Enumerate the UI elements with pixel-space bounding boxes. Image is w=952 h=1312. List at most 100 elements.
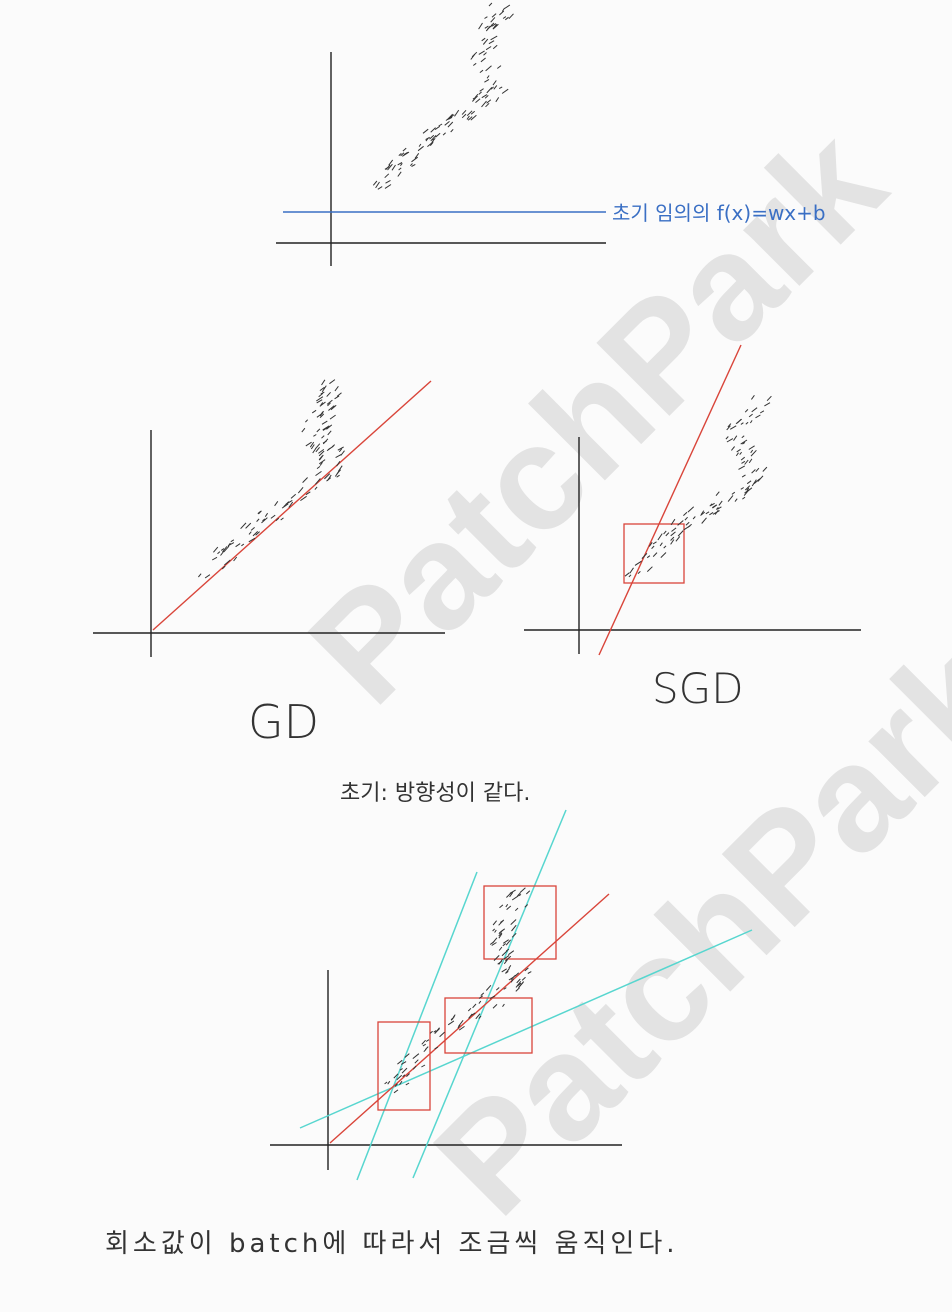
gd-data-mark bbox=[270, 514, 276, 519]
sgd-data-mark bbox=[637, 571, 641, 574]
gd-data-mark bbox=[315, 446, 320, 453]
sgd-data-mark bbox=[726, 438, 734, 443]
top-data-mark bbox=[398, 167, 402, 171]
sgd-fit-line bbox=[598, 344, 742, 656]
gd-data-mark bbox=[241, 543, 245, 547]
gd-data-mark bbox=[318, 450, 325, 457]
middle-note: 초기: 방향성이 같다. bbox=[340, 781, 530, 806]
sgd-data-mark bbox=[651, 545, 655, 550]
sgd-data-mark bbox=[683, 511, 688, 516]
bottom-data-mark bbox=[525, 890, 531, 895]
sgd-data-mark bbox=[700, 511, 706, 516]
bottom-data-mark bbox=[498, 946, 503, 951]
sgd-data-mark bbox=[745, 421, 749, 425]
bottom-batch-box-3 bbox=[483, 885, 557, 960]
gd-data-mark bbox=[230, 539, 235, 543]
top-data-mark bbox=[430, 127, 436, 133]
sgd-data-mark bbox=[750, 449, 754, 454]
gd-data-mark bbox=[221, 565, 226, 570]
sgd-data-mark bbox=[749, 420, 753, 424]
sgd-batch-box bbox=[623, 523, 685, 584]
sgd-data-mark bbox=[748, 458, 753, 464]
bottom-data-mark bbox=[518, 893, 522, 897]
top-data-mark bbox=[472, 62, 477, 66]
gd-label: GD bbox=[248, 695, 319, 749]
bottom-data-mark bbox=[499, 928, 506, 934]
top-data-mark bbox=[414, 153, 420, 159]
sgd-data-mark bbox=[741, 460, 746, 464]
bottom-data-mark bbox=[501, 950, 508, 957]
bottom-data-mark bbox=[489, 941, 495, 945]
gd-data-mark bbox=[300, 495, 307, 502]
gd-data-mark bbox=[316, 396, 324, 402]
top-data-mark bbox=[484, 78, 490, 83]
gd-data-mark bbox=[198, 573, 202, 578]
sgd-data-mark bbox=[685, 521, 690, 526]
sgd-data-mark bbox=[652, 541, 657, 545]
top-data-mark bbox=[411, 156, 418, 163]
gd-data-mark bbox=[305, 419, 309, 423]
bottom-data-mark bbox=[434, 1046, 439, 1050]
bottom-data-mark bbox=[412, 1065, 417, 1070]
top-data-mark bbox=[485, 25, 491, 32]
sgd-data-points bbox=[624, 395, 772, 578]
sgd-data-mark bbox=[744, 409, 749, 413]
gd-data-mark bbox=[336, 461, 341, 467]
top-data-mark bbox=[467, 116, 473, 121]
top-data-mark bbox=[481, 100, 487, 108]
bottom-data-mark bbox=[401, 1067, 408, 1074]
bottom-data-mark bbox=[405, 1082, 410, 1086]
sgd-data-mark bbox=[739, 451, 742, 455]
top-data-mark bbox=[447, 121, 454, 128]
top-data-mark bbox=[442, 132, 446, 136]
top-data-mark bbox=[484, 95, 489, 99]
bottom-data-mark bbox=[510, 974, 516, 981]
top-data-mark bbox=[475, 93, 479, 98]
bottom-data-mark bbox=[399, 1068, 403, 1071]
top-data-mark bbox=[384, 173, 390, 179]
bottom-data-mark bbox=[421, 1039, 426, 1045]
top-data-mark bbox=[486, 75, 490, 79]
top-data-mark bbox=[431, 138, 436, 143]
top-data-mark bbox=[496, 65, 502, 69]
gd-data-mark bbox=[288, 501, 294, 508]
sgd-data-mark bbox=[657, 533, 663, 541]
top-data-mark bbox=[479, 69, 484, 73]
sgd-data-mark bbox=[740, 487, 744, 490]
bottom-data-mark bbox=[499, 904, 504, 909]
top-data-mark bbox=[403, 151, 409, 156]
bottom-data-mark bbox=[519, 887, 526, 893]
top-data-mark bbox=[492, 44, 498, 50]
top-data-mark bbox=[490, 22, 495, 26]
top-data-mark bbox=[409, 163, 413, 167]
gd-data-mark bbox=[316, 428, 321, 433]
sgd-panel: SGD bbox=[524, 344, 861, 713]
gd-data-mark bbox=[255, 531, 260, 536]
gd-data-mark bbox=[334, 386, 339, 392]
bottom-data-mark bbox=[433, 1030, 437, 1033]
sgd-data-mark bbox=[718, 500, 723, 506]
top-data-mark bbox=[400, 162, 403, 167]
top-data-mark bbox=[429, 134, 435, 140]
bottom-data-mark bbox=[517, 892, 521, 897]
sgd-data-mark bbox=[677, 530, 684, 537]
gd-data-mark bbox=[213, 546, 219, 553]
top-data-mark bbox=[425, 136, 430, 141]
bottom-panel bbox=[270, 809, 753, 1181]
top-data-mark bbox=[508, 13, 514, 20]
gd-data-mark bbox=[318, 455, 323, 461]
bottom-data-mark bbox=[475, 1013, 481, 1020]
bottom-data-mark bbox=[478, 1000, 482, 1004]
sgd-data-mark bbox=[762, 466, 768, 472]
top-data-mark bbox=[449, 115, 454, 119]
gd-data-mark bbox=[217, 551, 221, 555]
sgd-data-mark bbox=[755, 467, 760, 473]
bottom-data-mark bbox=[518, 981, 524, 988]
watermark-text-1: PatchPark bbox=[277, 96, 915, 734]
gd-data-mark bbox=[329, 379, 336, 385]
sgd-data-mark bbox=[710, 502, 715, 506]
gd-data-mark bbox=[252, 531, 259, 537]
sgd-data-mark bbox=[753, 478, 761, 484]
gd-data-mark bbox=[319, 461, 323, 466]
bottom-main-line bbox=[329, 893, 610, 1144]
